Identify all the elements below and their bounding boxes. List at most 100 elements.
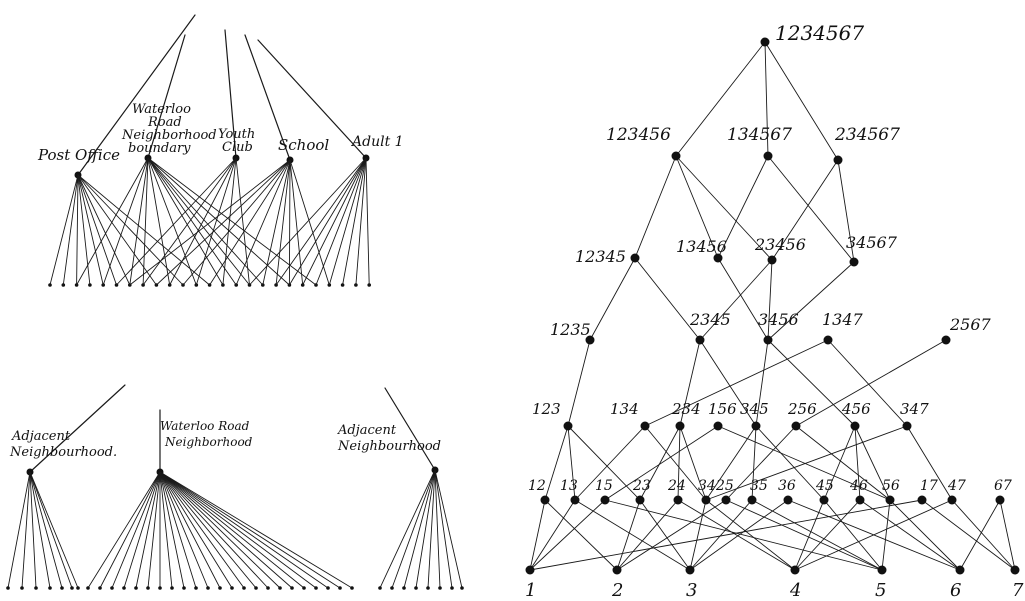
tree-edge-line [102,157,149,286]
tree-leaf-node [326,586,330,590]
lattice-node-1234567 [760,37,770,47]
tree-leaf-node [278,586,282,590]
lattice-label-1347: 1347 [822,310,864,329]
tree-edge-line [77,174,184,286]
tree-edge-line [222,157,237,286]
tree-leaf-node [98,586,102,590]
tree-leaf-node [402,586,406,590]
lattice-edge-line [906,425,953,501]
label-school: School [278,136,329,154]
label-waterloo-road-neighborhood-boundary: Waterloo Road Neighborhood boundary [121,102,217,156]
lattice-label-456: 456 [841,400,871,418]
lattice-edge-line [755,425,825,501]
lattice-label-123456: 123456 [606,125,671,145]
lattice-label-12345: 12345 [575,247,626,266]
lattice-edge-line [767,155,855,263]
lattice-node-123 [563,421,573,431]
svg-text:Neighborhood: Neighborhood [164,435,253,449]
lattice-label-17: 17 [920,478,938,494]
lattice-edge-line [889,499,961,571]
tree-leaf-node [378,586,382,590]
tree-branch-line [257,39,367,159]
svg-text:Waterloo: Waterloo [132,102,191,117]
lattice-edge-line [604,499,883,571]
lattice-label-12: 12 [528,478,546,494]
lattice-edge-line [951,499,1016,571]
lattice-node-3456 [763,335,773,345]
lattice-node-35 [747,495,757,505]
svg-text:Neighbourhood.: Neighbourhood. [9,445,117,460]
tree-edge-line [159,471,329,589]
lattice-label-347: 347 [900,400,929,418]
tree-edge-line [195,157,237,286]
tree-leaf-node [338,586,342,590]
tree-edge-line [415,469,436,589]
lattice-edge-line [794,499,953,571]
lattice-label-234567: 234567 [834,125,900,145]
tree-edge-line [77,174,211,286]
lattice-edge-line [589,257,636,341]
lattice-edge-line [705,425,908,501]
lattice-label-3456: 3456 [758,310,799,329]
tree-edge-line [159,471,197,589]
lattice-node-23456 [767,255,777,265]
tree-edge-line [147,157,171,286]
svg-text:Youth: Youth [218,127,255,142]
tree-edge-line [235,159,291,286]
tree-leaf-node [290,586,294,590]
label-adjacent-neighbourhood-right: Adjacent Neighbourhood [337,423,441,454]
tree-branch-line [384,387,436,471]
lattice-node-25 [721,495,731,505]
lattice-label-13: 13 [560,478,578,494]
lattice-edge-line [675,41,766,157]
tree-edge-line [147,157,250,286]
lattice-node-123456 [671,151,681,161]
lattice-edge-line [921,499,1016,571]
lattice-node-1347 [823,335,833,345]
tree-edge-line [116,157,237,286]
lattice-label-6: 6 [950,580,961,601]
tree-edge-line [129,159,291,286]
lattice-edge-line [634,257,701,341]
lattice-edge-line [567,339,591,427]
lattice-edge-line [529,499,576,571]
lattice-node-156 [713,421,723,431]
tree-edge-line [147,157,317,286]
tree-edge-line [355,157,367,286]
lattice-edge-line [794,499,825,571]
label-post-office: Post Office [37,146,120,164]
tree-edge-line [289,159,304,286]
lattice-node-46 [855,495,865,505]
lattice-edge-line [795,425,891,501]
lattice-label-25: 25 [715,478,734,494]
lattice-node-347 [902,421,912,431]
tree-edge-line [99,471,161,589]
lattice-edge-line [567,425,576,501]
lattice-edge-line [639,425,681,501]
lattice-label-5: 5 [875,580,886,601]
lattice-edge-line [881,499,891,571]
lattice-node-134567 [763,151,773,161]
lattice-node-2567 [941,335,951,345]
lattice-edge-line [689,499,789,571]
tree-edge-line [159,471,221,589]
lattice-node-1235 [585,335,595,345]
label-adjacent-neighbourhood-left: Adjacent Neighbourhood. [9,429,117,460]
tree-leaf-node [134,586,138,590]
lattice-edge-line [639,499,691,571]
lattice-edge-line [616,499,727,571]
label-waterloo-road-neighborhood: Waterloo Road Neighborhood [160,419,253,449]
tree-edge-line [328,157,367,286]
lattice-edge-line [699,259,773,341]
lattice-edge-line [705,499,796,571]
tree-edge-line [62,174,79,286]
lattice-node-13 [570,495,580,505]
lattice-node-15 [600,495,610,505]
lattice-node-2 [612,565,622,575]
lattice-edge-line [574,425,646,501]
lattice-label-256: 256 [787,400,817,418]
tree-edge-line [159,471,185,589]
tree-edge-line [159,471,245,589]
